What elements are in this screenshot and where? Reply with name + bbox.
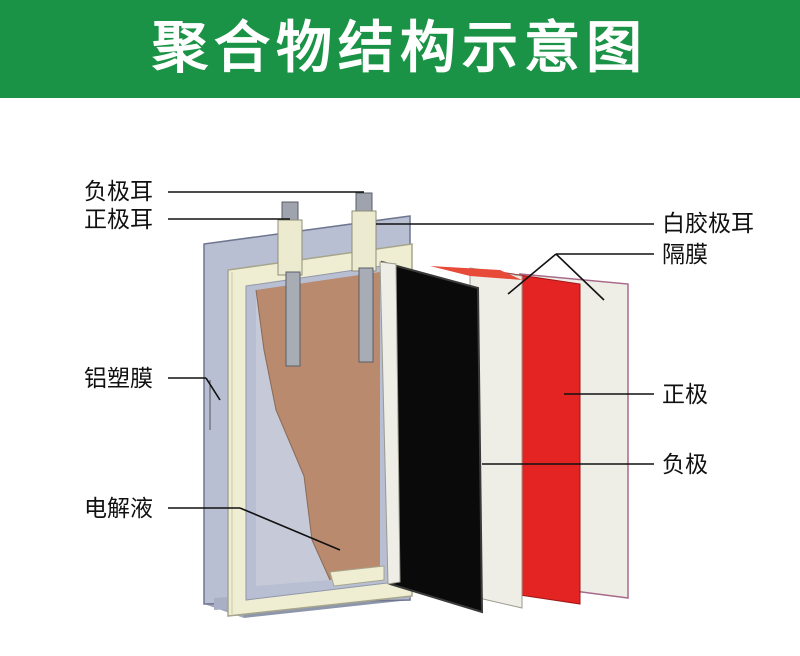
label-pouch-film: 铝塑膜 <box>84 366 153 392</box>
tab-positive <box>277 201 303 367</box>
label-positive-tab: 正极耳 <box>84 207 153 233</box>
title-banner: 聚合物结构示意图 <box>0 0 800 98</box>
label-positive-electrode: 正极 <box>662 382 708 408</box>
label-separator: 隔膜 <box>662 242 708 268</box>
label-electrolyte: 电解液 <box>84 496 153 522</box>
callout-lines <box>168 191 654 551</box>
label-tab-tape: 白胶极耳 <box>662 211 754 237</box>
electrode-stack <box>379 260 629 614</box>
label-negative-tab: 负极耳 <box>84 179 153 205</box>
label-negative-electrode: 负极 <box>662 452 708 478</box>
tab-negative <box>351 192 377 363</box>
page-title: 聚合物结构示意图 <box>152 16 648 81</box>
